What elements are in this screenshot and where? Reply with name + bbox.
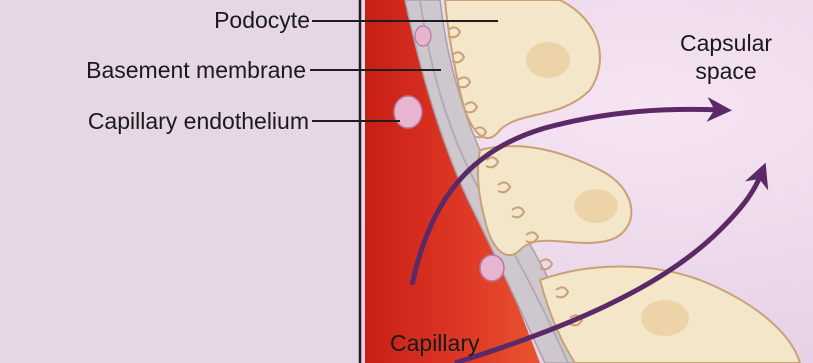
label-basement-membrane: Basement membrane xyxy=(86,57,306,83)
label-podocyte: Podocyte xyxy=(214,7,310,33)
podocyte-nucleus xyxy=(574,189,618,223)
endothelial-cell xyxy=(415,26,431,46)
endothelial-cell xyxy=(480,255,504,281)
label-capillary-endothelium: Capillary endothelium xyxy=(88,108,309,134)
podocyte-nucleus xyxy=(526,42,570,78)
label-capsular-space-line2: space xyxy=(670,58,782,84)
left-background-panel xyxy=(0,0,360,363)
endothelial-cell xyxy=(394,96,422,128)
label-capillary: Capillary xyxy=(390,330,479,356)
label-capsular-space-line1: Capsular xyxy=(670,30,782,56)
podocyte-nucleus xyxy=(641,300,689,336)
